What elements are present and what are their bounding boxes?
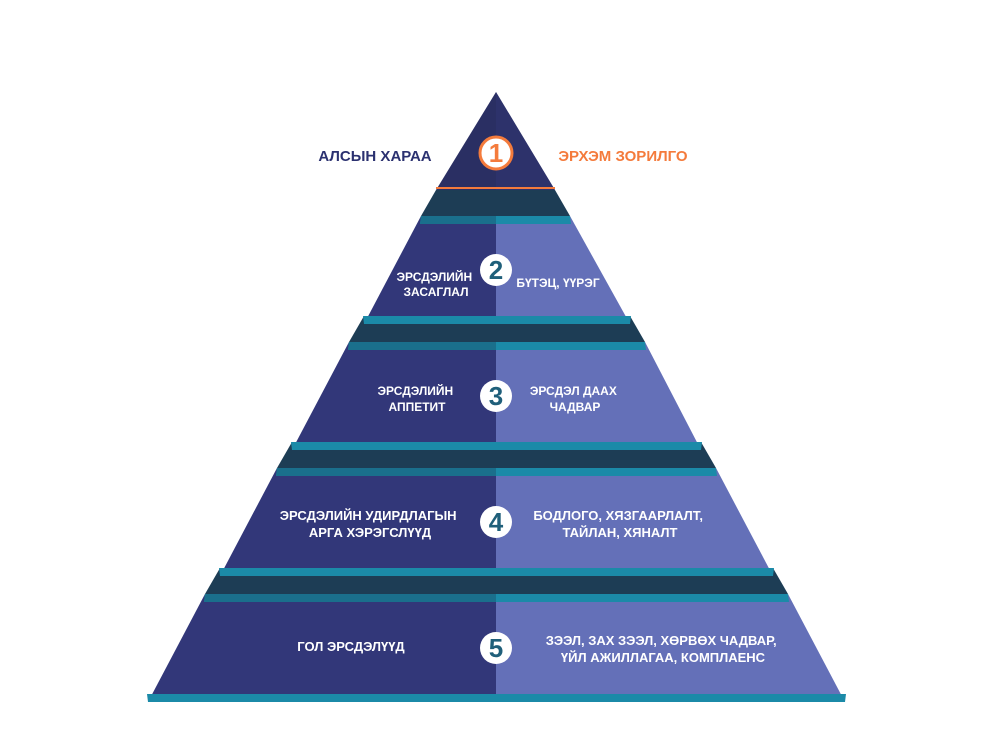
tier-2-left-label: ЭРСДЭЛИЙН ЗАСАГЛАЛ bbox=[396, 269, 475, 299]
tier-4-right bbox=[496, 468, 773, 576]
number-4: 4 bbox=[489, 507, 504, 537]
number-badge-4 bbox=[480, 506, 512, 538]
tier-4-top-band-dark bbox=[276, 468, 496, 476]
tier-3-left bbox=[292, 342, 496, 450]
apex-right-half bbox=[496, 92, 555, 190]
tier-3-bottom-band bbox=[291, 442, 702, 450]
tier-5-right-label: ЗЭЭЛ, ЗАХ ЗЭЭЛ, ХӨРВӨХ ЧАДВАР, ҮЙЛ АЖИЛЛ… bbox=[546, 633, 781, 665]
tier-3-top-band-dark bbox=[348, 342, 496, 350]
number-badge-3 bbox=[480, 380, 512, 412]
tier-4-bottom-band bbox=[219, 568, 774, 576]
number-3: 3 bbox=[489, 381, 503, 411]
number-1: 1 bbox=[489, 138, 503, 168]
tier-2-right bbox=[496, 216, 630, 324]
tier-4-left bbox=[220, 468, 496, 576]
tier-5: 5 ГОЛ ЭРСДЭЛҮҮД ЗЭЭЛ, ЗАХ ЗЭЭЛ, ХӨРВӨХ Ч… bbox=[147, 594, 846, 702]
tier-5-right bbox=[496, 594, 845, 702]
number-badge-1 bbox=[478, 135, 514, 171]
tier-5-top-band-dark bbox=[204, 594, 496, 602]
tier-5-bottom-band bbox=[147, 694, 846, 702]
tier-2-left bbox=[364, 216, 496, 324]
tier-2: 2 ЭРСДЭЛИЙН ЗАСАГЛАЛ БҮТЭЦ, ҮҮРЭГ bbox=[363, 216, 631, 324]
tier-5-left bbox=[148, 594, 496, 702]
tier-2-top-band-dark bbox=[420, 216, 496, 224]
number-badge-5 bbox=[480, 632, 512, 664]
number-2: 2 bbox=[489, 255, 503, 285]
tier-2-bottom-band bbox=[363, 316, 631, 324]
tier-3-right-label: ЭРСДЭЛ ДААХ ЧАДВАР bbox=[530, 384, 620, 414]
tier-3: 3 ЭРСДЭЛИЙН АППЕТИТ ЭРСДЭЛ ДААХ ЧАДВАР bbox=[291, 342, 702, 450]
tier-4-right-label: БОДЛОГО, ХЯЗГААРЛАЛТ, ТАЙЛАН, ХЯНАЛТ bbox=[533, 508, 706, 540]
apex-right-label: ЭРХЭМ ЗОРИЛГО bbox=[558, 148, 688, 165]
tier-4: 4 ЭРСДЭЛИЙН УДИРДЛАГЫН АРГА ХЭРЭГСЛҮҮД Б… bbox=[219, 468, 774, 576]
tier-2-right-label: БҮТЭЦ, ҮҮРЭГ bbox=[516, 276, 599, 290]
connector-1-2 bbox=[421, 190, 570, 216]
tier-1: 1 АЛСЫН ХАРАА ЭРХЭМ ЗОРИЛГО bbox=[318, 92, 688, 190]
tier-5-left-label: ГОЛ ЭРСДЭЛҮҮД bbox=[297, 639, 405, 654]
tier-4-left-label: ЭРСДЭЛИЙН УДИРДЛАГЫН АРГА ХЭРЭГСЛҮҮД bbox=[280, 508, 460, 540]
apex-left-label: АЛСЫН ХАРАА bbox=[318, 148, 431, 165]
number-badge-2 bbox=[480, 254, 512, 286]
tier-3-left-label: ЭРСДЭЛИЙН АППЕТИТ bbox=[377, 383, 456, 414]
number-5: 5 bbox=[489, 633, 503, 663]
tier-3-right bbox=[496, 342, 701, 450]
